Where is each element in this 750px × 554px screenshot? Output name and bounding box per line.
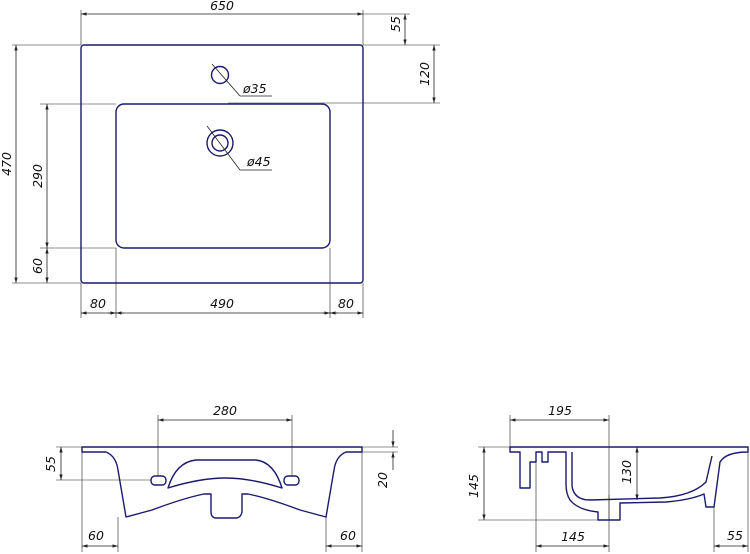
front-bowl-inner	[167, 459, 283, 489]
dim-drain-diameter: ø45	[246, 154, 271, 169]
dim-depth-overall: 470	[0, 152, 14, 176]
dim-right-offset: 60	[340, 528, 356, 543]
dim-rim-front: 60	[30, 258, 45, 274]
side-view: 195 145 130 145 55	[466, 403, 749, 552]
side-bowl-inner	[571, 452, 713, 501]
mount-slot-left	[150, 475, 167, 486]
dim-width-overall: 650	[210, 0, 234, 13]
side-outline	[509, 446, 749, 521]
dim-side-bowl-depth: 130	[619, 460, 634, 484]
dim-slab-thickness: 20	[375, 472, 390, 488]
dim-mount-height: 55	[43, 456, 58, 472]
dim-bowl-width: 490	[210, 296, 234, 311]
dim-tap-hole-diameter: ø35	[242, 81, 267, 96]
dim-rim-right: 80	[338, 296, 354, 311]
dim-mount-spacing: 280	[213, 403, 237, 418]
front-view: 280 55 20 60 60	[43, 403, 398, 552]
basin-outline	[80, 44, 364, 284]
dim-left-offset: 60	[88, 528, 104, 543]
dim-rim-left: 80	[90, 296, 106, 311]
dim-bowl-depth: 290	[30, 164, 45, 188]
top-view: 650 55 120 ø35 ø45 470 290 60	[0, 0, 440, 318]
dim-tap-offset: 120	[417, 62, 432, 86]
bowl-outline	[115, 103, 331, 249]
dim-front-offset: 55	[727, 528, 743, 543]
front-outline	[81, 446, 363, 519]
dim-drain-from-back: 195	[548, 403, 572, 418]
drain-hole-outer	[206, 129, 234, 157]
mount-slot-right	[283, 475, 300, 486]
dim-rim-top: 55	[388, 16, 403, 32]
dim-total-height: 145	[466, 474, 481, 498]
drain-hole-inner	[211, 134, 229, 152]
dim-drain-to-back: 145	[561, 529, 585, 544]
tap-hole	[210, 65, 230, 85]
